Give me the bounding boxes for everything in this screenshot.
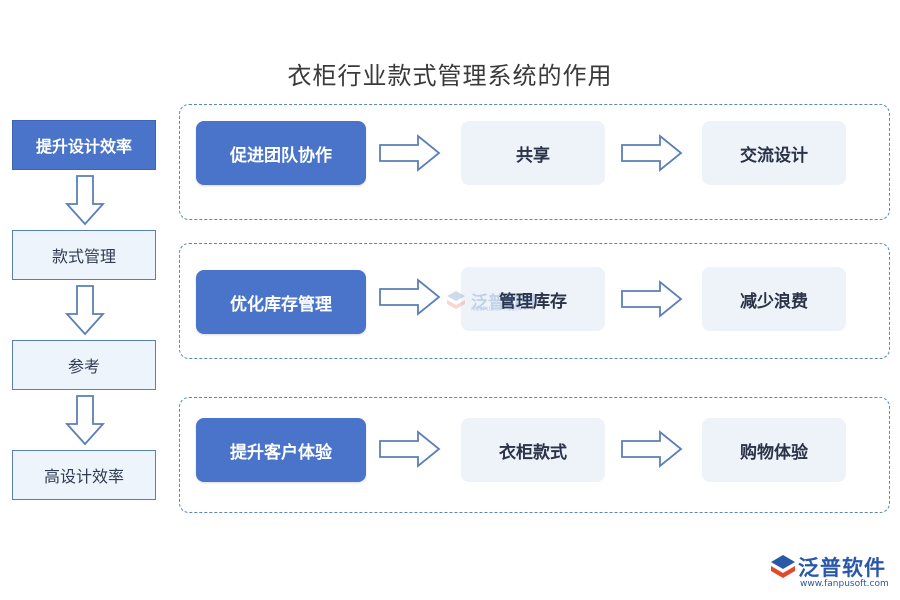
row3-main-box: 提升客户体验 — [196, 418, 366, 482]
fanpu-logo-icon — [447, 291, 465, 309]
down-arrow-icon — [64, 175, 106, 226]
right-arrow-icon — [621, 134, 683, 172]
page-title: 衣柜行业款式管理系统的作用 — [287, 62, 613, 90]
brand-logo: 泛普软件 www.fanpusoft.com — [770, 552, 892, 594]
row1-main-box: 促进团队协作 — [196, 121, 366, 185]
left-step-1: 提升设计效率 — [12, 120, 156, 170]
left-step-2: 款式管理 — [12, 230, 156, 280]
left-step-4: 高设计效率 — [12, 450, 156, 500]
left-step-3: 参考 — [12, 340, 156, 390]
right-arrow-icon — [379, 278, 441, 316]
row2-step2-box: 减少浪费 — [702, 267, 846, 331]
right-arrow-icon — [379, 134, 441, 172]
watermark-name: 泛普软件 — [471, 292, 539, 313]
watermark: 泛普软件 FANPUSOFT.COM — [445, 284, 565, 316]
logo-url: www.fanpusoft.com — [800, 579, 889, 589]
row3-step2-box: 购物体验 — [702, 418, 846, 482]
row3-step1-box: 衣柜款式 — [461, 418, 605, 482]
down-arrow-icon — [64, 395, 106, 446]
right-arrow-icon — [621, 430, 683, 468]
right-arrow-icon — [379, 430, 441, 468]
row1-step2-box: 交流设计 — [702, 121, 846, 185]
watermark-url: FANPUSOFT.COM — [471, 306, 522, 313]
right-arrow-icon — [621, 280, 683, 318]
row2-step1-box: 管理库存 — [461, 267, 605, 331]
row1-step1-box: 共享 — [461, 121, 605, 185]
row-panel-customer — [179, 397, 890, 513]
row2-main-box: 优化库存管理 — [196, 270, 366, 334]
down-arrow-icon — [64, 285, 106, 336]
fanpu-logo-icon — [771, 555, 795, 578]
row-panel-inventory — [179, 243, 890, 359]
row-panel-teamwork — [179, 104, 890, 220]
logo-name: 泛普软件 — [798, 556, 886, 580]
